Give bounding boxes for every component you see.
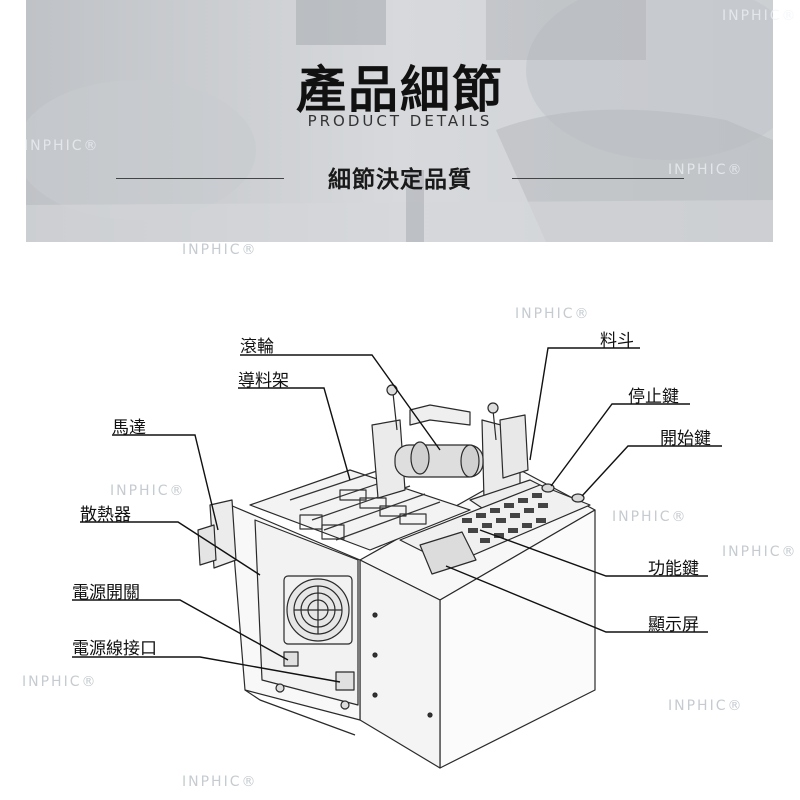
leader-start-key	[581, 445, 722, 497]
display-screen-part	[419, 531, 477, 575]
label-function-keys: 功能鍵	[648, 559, 699, 579]
leader-heat-sink	[80, 521, 261, 576]
header-banner	[26, 0, 773, 242]
page-title: 產品細節	[296, 61, 504, 119]
leader-stop-key	[550, 403, 690, 487]
watermark: INPHIC®	[722, 544, 798, 560]
leader-display	[445, 565, 708, 633]
leader-roller	[240, 354, 441, 451]
page-subtitle: 細節決定品質	[328, 167, 472, 193]
power-switch-part	[283, 651, 299, 667]
leader-guide-rack	[238, 387, 351, 481]
label-guide-rack: 導料架	[238, 371, 289, 391]
label-motor: 馬達	[112, 418, 146, 438]
watermark: INPHIC®	[182, 774, 258, 790]
machine-sketch	[197, 384, 596, 769]
label-start-key: 開始鍵	[660, 429, 711, 449]
watermark: INPHIC®	[24, 138, 100, 154]
watermark: INPHIC®	[110, 483, 186, 499]
page-title-english: PRODUCT DETAILS	[307, 112, 493, 130]
leader-function-keys	[479, 529, 708, 577]
watermark: INPHIC®	[668, 698, 744, 714]
watermark: INPHIC®	[22, 674, 98, 690]
divider-left	[116, 178, 284, 179]
label-power-port: 電源線接口	[72, 639, 157, 659]
watermark: INPHIC®	[668, 162, 744, 178]
banner-background-photo	[26, 0, 773, 242]
label-hopper: 料斗	[600, 331, 634, 351]
leader-power-port	[72, 656, 341, 683]
divider-right	[512, 178, 684, 179]
leader-motor	[112, 434, 219, 531]
label-heat-sink: 散熱器	[80, 505, 131, 525]
power-port-part	[335, 671, 355, 691]
label-roller: 滾輪	[240, 337, 274, 357]
watermark: INPHIC®	[515, 306, 591, 322]
watermark: INPHIC®	[722, 8, 798, 24]
leader-power-switch	[72, 599, 289, 661]
cooling-fan	[283, 575, 353, 645]
watermark: INPHIC®	[612, 509, 688, 525]
label-power-switch: 電源開關	[72, 583, 140, 603]
leader-hopper	[529, 347, 640, 461]
leader-lines	[72, 347, 722, 683]
watermark: INPHIC®	[182, 242, 258, 258]
label-stop-key: 停止鍵	[628, 387, 679, 407]
label-display: 顯示屏	[648, 615, 699, 635]
